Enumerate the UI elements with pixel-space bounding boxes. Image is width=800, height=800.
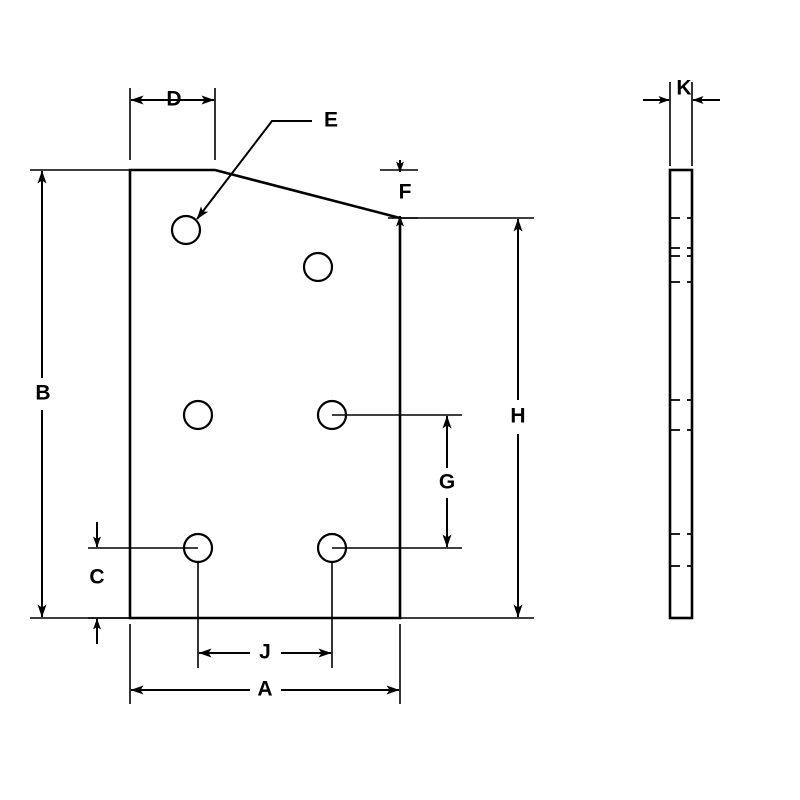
dim-label-e: E [324,109,338,132]
dim-label-h: H [510,405,525,428]
dimension-lines-group [37,95,720,695]
side-view-group [668,168,694,620]
leader-e-group [196,120,312,220]
plate-outline-side [668,168,694,620]
extension-lines-group [30,82,693,704]
dim-label-a: A [257,678,272,701]
front-view-group [128,168,402,620]
dimension-labels-group: A B C D E F G H J K [35,77,691,701]
dim-label-c: C [89,566,104,589]
dim-label-j: J [259,641,271,664]
leader-line-e [196,120,312,220]
hole-top-right [302,251,334,283]
hole-top-left [170,214,202,246]
dim-label-k: K [676,77,691,100]
dim-label-g: G [439,471,455,494]
dim-label-d: D [166,88,181,111]
dim-label-b: B [35,382,50,405]
dim-label-f: F [399,181,412,204]
plate-outline-front [128,168,402,620]
hole-mid-left [182,399,214,431]
